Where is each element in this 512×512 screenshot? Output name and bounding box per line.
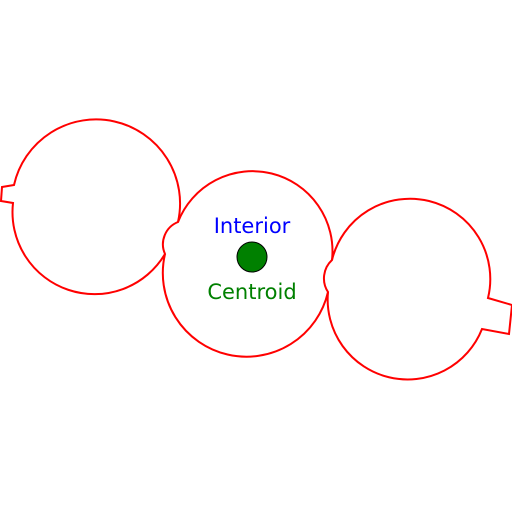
centroid-point bbox=[236, 241, 268, 273]
interior-label: Interior bbox=[214, 214, 291, 238]
middle-lobe-outline bbox=[161, 170, 334, 358]
left-lobe-outline bbox=[0, 118, 181, 296]
right-lobe-outline bbox=[326, 197, 512, 381]
centroid-label: Centroid bbox=[207, 280, 296, 304]
